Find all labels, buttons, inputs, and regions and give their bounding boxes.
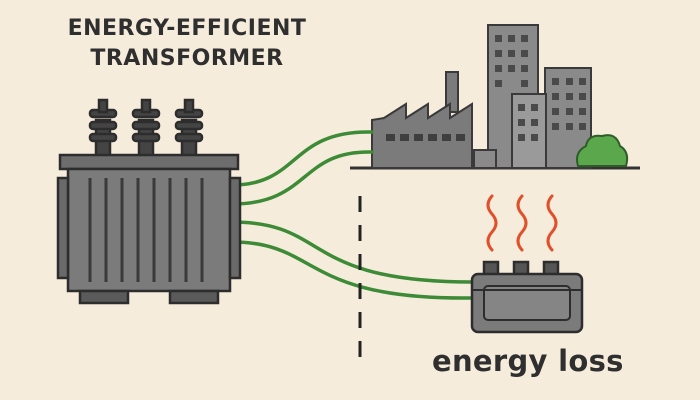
tree-icon (576, 134, 629, 167)
wire-to-loss-1 (230, 220, 474, 284)
heat-waves-icon (486, 194, 558, 252)
wire-to-factory-2 (230, 150, 374, 206)
wire-to-loss-2 (230, 240, 474, 300)
factory-icon (371, 71, 497, 169)
title-line-1: ENERGY-EFFICIENT (67, 16, 307, 41)
power-wires (230, 130, 474, 300)
transformer-bushings (88, 98, 204, 162)
wire-to-factory-1 (230, 130, 374, 187)
diagram-title: ENERGY-EFFICIENT TRANSFORMER (52, 14, 322, 74)
title-line-2: TRANSFORMER (90, 46, 284, 71)
transformer-icon (56, 98, 242, 305)
energy-loss-label: energy loss (432, 344, 624, 378)
junction-box-icon (470, 260, 584, 334)
city-buildings-icon (487, 24, 592, 169)
